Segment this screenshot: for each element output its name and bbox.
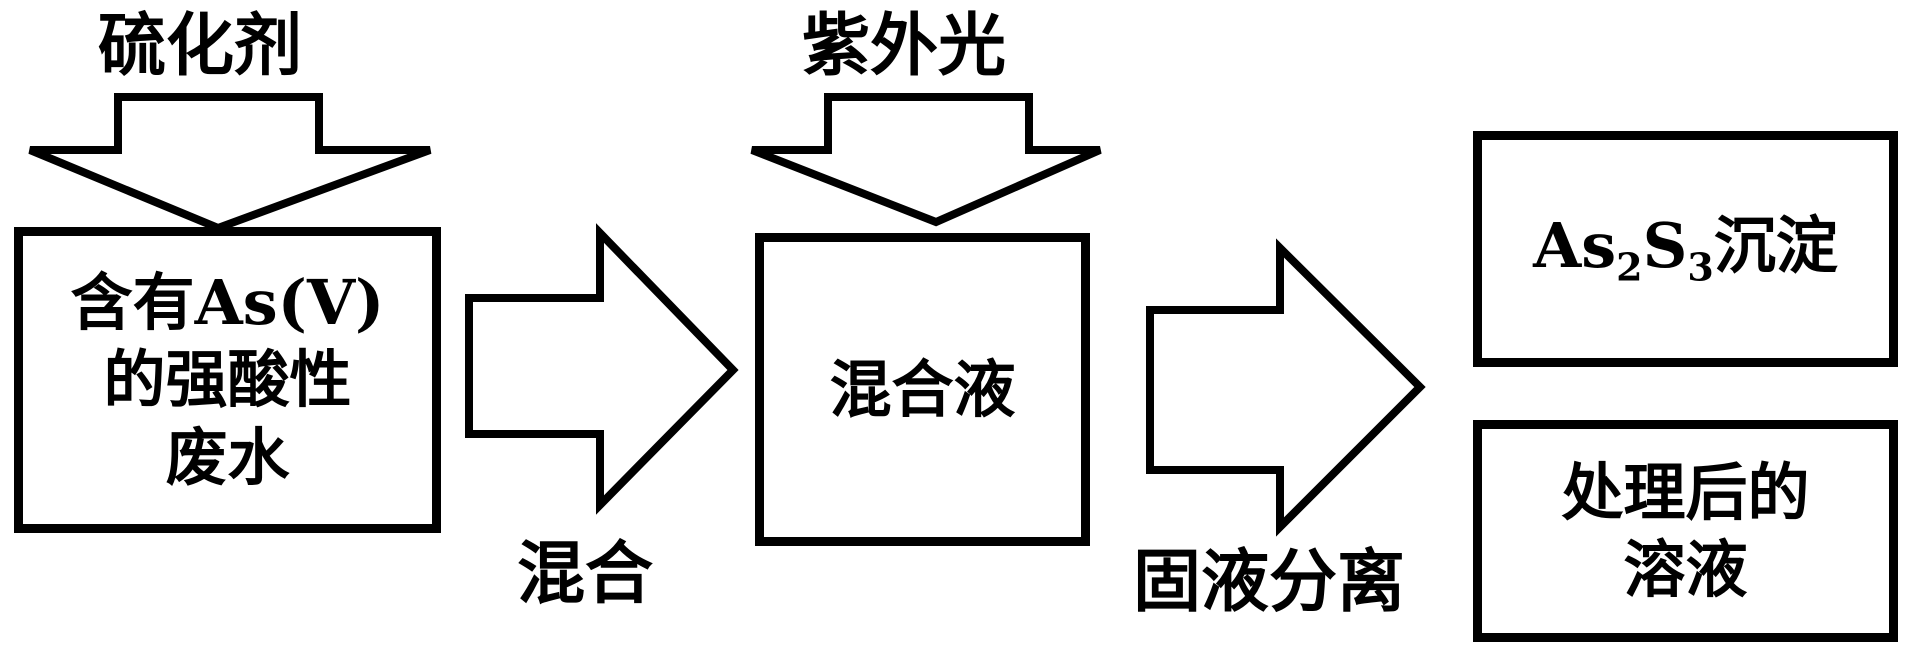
mixing-right-arrow — [465, 223, 739, 515]
wastewater-box: 含有As(V) 的强酸性 废水 — [14, 227, 441, 533]
precipitate-formula-sub-3: 3 — [1687, 244, 1714, 290]
treated-solution-line-1: 处理后的 — [1561, 455, 1810, 529]
precipitate-formula-as: As — [1533, 209, 1617, 283]
separation-right-arrow — [1146, 238, 1426, 537]
mixing-label: 混合 — [517, 534, 654, 614]
precipitate-box: As2S3沉淀 — [1473, 131, 1898, 367]
precipitate-label: As2S3沉淀 — [1533, 207, 1838, 291]
wastewater-line-3: 废水 — [165, 420, 290, 494]
uv-light-label: 紫外光 — [802, 6, 1007, 86]
sulfidizing-agent-down-arrow — [28, 93, 432, 233]
sulfidizing-agent-label: 硫化剂 — [98, 6, 303, 86]
precipitate-formula-s: S — [1642, 209, 1688, 283]
wastewater-line-2: 的强酸性 — [103, 343, 352, 417]
treated-solution-box: 处理后的 溶液 — [1473, 420, 1898, 642]
mixed-liquid-box: 混合液 — [755, 233, 1090, 546]
wastewater-line-1: 含有As(V) — [70, 265, 385, 339]
uv-light-down-arrow — [750, 93, 1102, 227]
precipitate-formula-sub-2: 2 — [1616, 244, 1643, 290]
precipitate-suffix: 沉淀 — [1713, 209, 1838, 283]
separation-label: 固液分离 — [1133, 542, 1406, 622]
treated-solution-line-2: 溶液 — [1623, 533, 1748, 606]
mixed-liquid-label: 混合液 — [829, 352, 1016, 426]
